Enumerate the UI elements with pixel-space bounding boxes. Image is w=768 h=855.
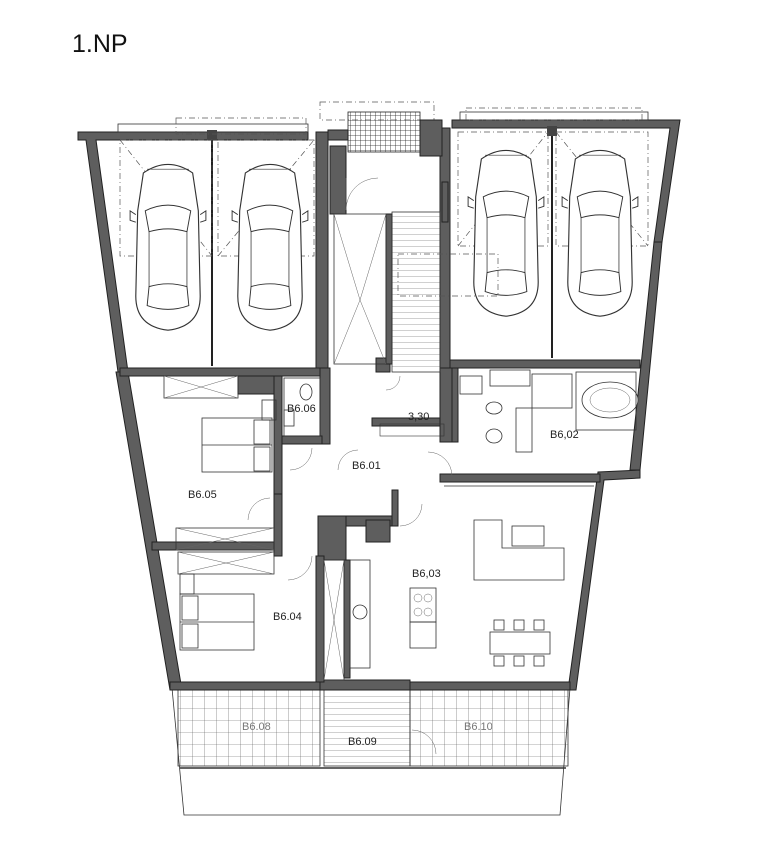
interior-walls (119, 119, 641, 683)
car-icon (129, 163, 207, 331)
outer-walls (77, 119, 681, 691)
car-icon (467, 149, 545, 317)
entrance-grate (319, 101, 435, 153)
bedroom-b605-furniture (163, 375, 277, 551)
living-furniture (323, 485, 594, 681)
floor-title: 1.NP (72, 30, 128, 58)
door-swings (247, 375, 453, 755)
bathroom-fixtures (459, 369, 639, 453)
terrace-tiles (177, 689, 569, 769)
car-icon (231, 163, 309, 331)
bedroom-b604-furniture (177, 551, 275, 651)
car-icon (561, 149, 639, 317)
staircase (333, 177, 499, 437)
car-icons (129, 149, 639, 331)
wc-fixtures (283, 377, 321, 437)
